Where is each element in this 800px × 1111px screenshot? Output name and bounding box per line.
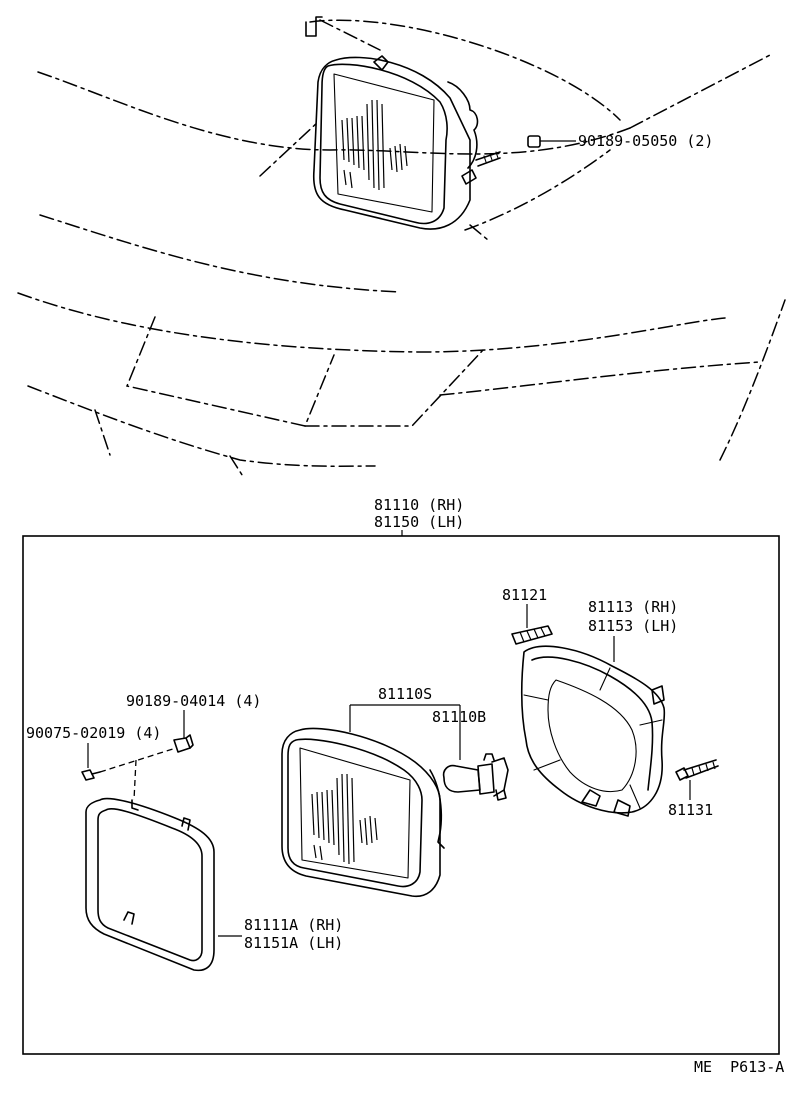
label-bulb-holder: 81121	[502, 586, 547, 604]
washer-callout: 90189-04014 (4)	[126, 692, 261, 753]
label-screw-top: 90189-05050 (2)	[578, 132, 713, 150]
label-adjust-screw: 81131	[668, 801, 713, 819]
label-housing-rh: 81113 (RH)	[588, 598, 678, 616]
label-washer: 90189-04014 (4)	[126, 692, 261, 710]
bulb-holder-spring: 81121	[502, 586, 553, 645]
page-code: ME P613-A	[694, 1058, 784, 1076]
retainer-screw-callout: 90075-02019 (4)	[26, 724, 177, 801]
headlight-housing	[521, 645, 666, 817]
sealed-beam-unit	[281, 727, 445, 898]
label-retainer-rh: 81111A (RH)	[244, 916, 343, 934]
label-screw-left: 90075-02019 (4)	[26, 724, 161, 742]
sealed-beam-callout: 81110S 81110B	[349, 685, 486, 760]
retainer-callout: 81111A (RH) 81151A (LH)	[218, 916, 343, 952]
label-assembly-rh: 81110 (RH)	[374, 496, 464, 514]
retaining-ring	[85, 797, 215, 972]
label-assembly-lh: 81150 (LH)	[374, 513, 464, 531]
adjusting-screw: 81131	[668, 759, 719, 819]
label-bulb: 81110B	[432, 708, 486, 726]
screw-top-callout: 90189-05050 (2)	[527, 132, 713, 150]
housing-callout: 81113 (RH) 81153 (LH)	[588, 598, 678, 662]
installed-headlight	[312, 55, 501, 230]
halogen-bulb	[442, 753, 509, 801]
vehicle-body-outline	[17, 16, 786, 479]
label-sealed-unit: 81110S	[378, 685, 432, 703]
assembly-frame	[22, 535, 780, 1055]
label-retainer-lh: 81151A (LH)	[244, 934, 343, 952]
label-housing-lh: 81153 (LH)	[588, 617, 678, 635]
